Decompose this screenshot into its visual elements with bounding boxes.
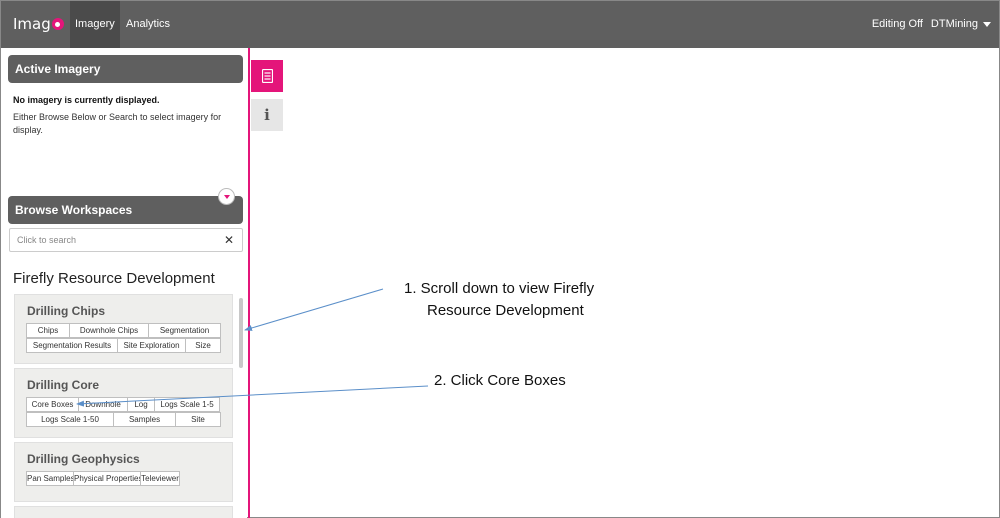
tag-size[interactable]: Size	[185, 338, 221, 353]
tag-row: Logs Scale 1-50 Samples Site	[26, 412, 221, 427]
tag-chips[interactable]: Chips	[26, 323, 70, 338]
close-icon[interactable]: ✕	[223, 233, 234, 247]
tag-downhole-chips[interactable]: Downhole Chips	[69, 323, 149, 338]
tag-site-exploration[interactable]: Site Exploration	[117, 338, 186, 353]
tag-televiewer[interactable]: Televiewer	[140, 471, 180, 486]
list-icon	[261, 69, 273, 83]
search-box: ✕	[9, 228, 243, 252]
editing-toggle[interactable]: Editing Off	[871, 18, 923, 30]
active-imagery-header: Active Imagery	[8, 55, 243, 83]
browse-workspaces-header: Browse Workspaces	[8, 196, 243, 224]
workspace-title: Firefly Resource Development	[13, 270, 215, 287]
caret-down-icon	[983, 21, 991, 27]
logo-o-icon	[51, 18, 64, 30]
group-drilling-core: Drilling Core Core Boxes Downhole Log Lo…	[14, 368, 233, 438]
annotation-step-1-line-1: 1. Scroll down to view Firefly	[404, 280, 595, 297]
annotation-step-1-line-2: Resource Development	[427, 302, 584, 319]
left-panel: Active Imagery No imagery is currently d…	[1, 48, 247, 518]
tag-site[interactable]: Site	[175, 412, 221, 427]
tab-analytics[interactable]: Analytics	[126, 18, 171, 30]
annotation-step-1: 1. Scroll down to view Firefly Resource …	[404, 278, 594, 322]
tag-core-boxes[interactable]: Core Boxes	[26, 397, 79, 412]
tag-downhole[interactable]: Downhole	[78, 397, 128, 412]
tag-logs-scale-1-5[interactable]: Logs Scale 1-5	[154, 397, 220, 412]
top-nav-bar: Imag Imagery Analytics Editing Off DTMin…	[1, 1, 999, 48]
side-tab-info[interactable]: i	[251, 99, 283, 131]
app-logo[interactable]: Imag	[13, 15, 64, 33]
search-input[interactable]	[10, 229, 210, 251]
user-menu[interactable]: DTMining	[931, 1, 991, 48]
tag-segmentation[interactable]: Segmentation	[148, 323, 221, 338]
tag-log[interactable]: Log	[127, 397, 155, 412]
info-icon: i	[264, 106, 270, 124]
group-title: Drilling Core	[27, 378, 100, 392]
side-tab-list[interactable]	[251, 60, 283, 92]
group-title: Drilling Geophysics	[27, 452, 140, 466]
collapse-chevron-icon[interactable]	[218, 188, 235, 205]
group-partial	[14, 506, 233, 518]
group-title: Drilling Chips	[27, 304, 105, 318]
no-imagery-text: Either Browse Below or Search to select …	[13, 112, 222, 135]
tag-pan-samples[interactable]: Pan Samples	[26, 471, 75, 486]
tag-row: Core Boxes Downhole Log Logs Scale 1-5	[26, 397, 220, 412]
user-name: DTMining	[930, 18, 978, 30]
panel-divider[interactable]	[248, 48, 250, 518]
logo-text: Imag	[13, 15, 51, 33]
tag-physical-properties[interactable]: Physical Properties	[73, 471, 142, 486]
tab-imagery[interactable]: Imagery	[70, 1, 120, 48]
tag-samples[interactable]: Samples	[113, 412, 176, 427]
no-imagery-title: No imagery is currently displayed.	[13, 95, 160, 105]
group-drilling-chips: Drilling Chips Chips Downhole Chips Segm…	[14, 294, 233, 364]
tag-logs-scale-1-50[interactable]: Logs Scale 1-50	[26, 412, 114, 427]
annotation-step-2: 2. Click Core Boxes	[434, 372, 566, 389]
group-drilling-geophysics: Drilling Geophysics Pan Samples Physical…	[14, 442, 233, 502]
tag-segmentation-results[interactable]: Segmentation Results	[26, 338, 118, 353]
tag-row: Segmentation Results Site Exploration Si…	[26, 338, 221, 353]
tag-row: Chips Downhole Chips Segmentation	[26, 323, 221, 338]
tag-row: Pan Samples Physical Properties Teleview…	[26, 471, 180, 486]
scrollbar-thumb[interactable]	[239, 298, 243, 368]
